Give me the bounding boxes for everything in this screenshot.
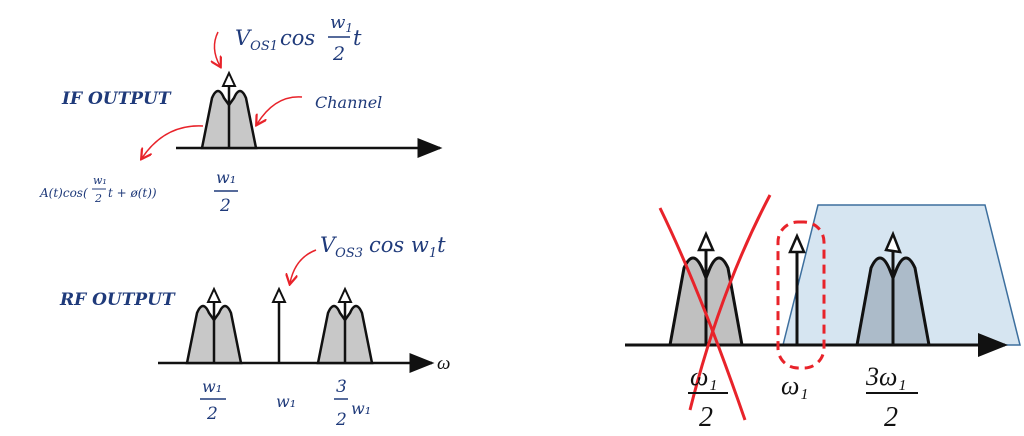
omega-axis-symbol: ω — [437, 353, 450, 374]
svg-text:t + ø(t)): t + ø(t)) — [108, 186, 157, 200]
rf-upper-arrow-icon — [337, 286, 353, 303]
svg-text:VOS1cos: VOS1cos — [235, 26, 315, 54]
svg-text:t: t — [353, 26, 362, 50]
lo-leakage-highlight — [776, 220, 826, 370]
lo-leakage-arrow-icon — [788, 232, 806, 254]
svg-text:w1: w1 — [330, 12, 353, 35]
svg-text:ω₁: ω₁ — [690, 362, 717, 391]
channel-pointer-arrow — [257, 96, 303, 124]
passed-upper-arrow-icon — [884, 230, 902, 254]
svg-text:w₁: w₁ — [202, 377, 222, 396]
cross-out-line — [688, 194, 772, 411]
svg-text:w₁: w₁ — [93, 174, 107, 187]
svg-text:3: 3 — [336, 377, 347, 397]
svg-text:2: 2 — [332, 43, 345, 65]
if-axis-label: w₁ 2 — [214, 168, 238, 216]
rf-tick-label-half: w₁ 2 — [200, 377, 226, 424]
rf-lower-arrow-icon — [206, 286, 222, 303]
svg-text:w₁: w₁ — [216, 168, 236, 187]
svg-text:2: 2 — [335, 410, 347, 430]
rf-tick-label-three-halves: 3 2 w₁ — [334, 377, 371, 430]
lo-pointer-arrow — [290, 249, 317, 283]
rf-tick-label-w1: w₁ — [276, 392, 296, 411]
svg-text:2: 2 — [94, 192, 102, 205]
tone-pointer-arrow — [214, 31, 220, 66]
filter-tick-label-w1: ω₁ — [781, 371, 808, 400]
filter-tick-label-three-halves: 3ω₁ 2 — [865, 362, 918, 433]
svg-text:2: 2 — [206, 404, 218, 424]
signal-label: A(t)cos( w₁ 2 t + ø(t)) — [39, 174, 157, 205]
svg-text:3ω₁: 3ω₁ — [865, 362, 906, 391]
svg-text:w₁: w₁ — [351, 399, 371, 418]
svg-text:2: 2 — [699, 402, 713, 433]
if-tone-label: VOS1cos w1 2 t — [235, 12, 362, 65]
rf-lo-arrow-icon — [271, 286, 287, 303]
cross-out-line — [658, 207, 747, 421]
if-tone-arrow-icon — [221, 70, 237, 87]
signal-pointer-arrow — [142, 125, 204, 158]
rejected-lower-arrow-icon — [697, 230, 715, 252]
rf-output-title: RF OUTPUT — [59, 290, 176, 310]
filter-panel: ω₁ 2 ω₁ 3ω₁ 2 — [625, 194, 1021, 433]
channel-label: Channel — [315, 93, 382, 112]
svg-text:2: 2 — [219, 196, 231, 216]
filter-tick-label-half: ω₁ 2 — [688, 362, 728, 433]
svg-text:2: 2 — [884, 402, 898, 433]
svg-text:A(t)cos(: A(t)cos( — [39, 186, 88, 200]
if-output-panel: IF OUTPUT VOS1cos w1 2 t Channel A(t)cos… — [39, 12, 443, 216]
if-output-title: IF OUTPUT — [61, 89, 172, 109]
